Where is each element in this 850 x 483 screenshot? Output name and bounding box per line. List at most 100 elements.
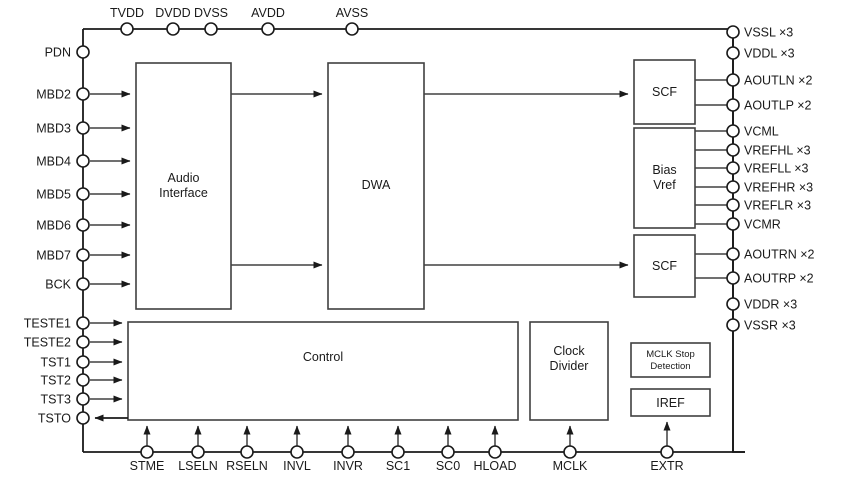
right-pin-vddr[interactable]: VDDR ×3 [726,297,797,312]
pin-circle-vcml[interactable] [726,124,740,138]
left-pin-tsto[interactable]: TSTO [38,411,90,426]
pin-circle-mbd4[interactable] [76,154,90,168]
bottom-pin-invl[interactable]: INVL [283,425,311,473]
top-pin-avdd[interactable]: AVDD [251,6,285,36]
block-bias-vref[interactable]: Bias Vref [633,127,696,229]
pin-circle-rseln[interactable] [240,445,254,459]
block-clock-divider[interactable]: Clock Divider [529,321,609,421]
left-pin-tst3[interactable]: TST3 [40,392,123,407]
scf-top-box[interactable] [633,59,696,125]
pin-circle-lseln[interactable] [191,445,205,459]
block-iref[interactable]: IREF [630,388,711,417]
control-box[interactable] [127,321,519,421]
right-pin-vssl[interactable]: VSSL ×3 [726,25,793,40]
pin-circle-aoutlp[interactable] [726,98,740,112]
right-pin-aoutln[interactable]: AOUTLN ×2 [695,73,812,88]
pin-circle-tst3[interactable] [76,392,90,406]
mclk-stop-detection-box[interactable] [630,342,711,378]
pin-circle-avss[interactable] [345,22,359,36]
left-pin-mbd3[interactable]: MBD3 [36,121,131,136]
block-dwa[interactable]: DWA [327,62,425,310]
pin-circle-mbd7[interactable] [76,248,90,262]
top-pin-tvdd[interactable]: TVDD [110,6,144,36]
pin-circle-vssl[interactable] [726,25,740,39]
iref-box[interactable] [630,388,711,417]
pin-circle-hload[interactable] [488,445,502,459]
scf-bottom-box[interactable] [633,234,696,298]
right-pin-vreflr[interactable]: VREFLR ×3 [695,198,811,213]
pin-circle-teste1[interactable] [76,316,90,330]
bottom-pin-mclk[interactable]: MCLK [553,425,588,473]
bottom-pin-sc1[interactable]: SC1 [386,425,410,473]
left-pin-bck[interactable]: BCK [45,277,131,292]
block-mclk-stop-detection[interactable]: MCLK Stop Detection [630,342,711,378]
audio-interface-box[interactable] [135,62,232,310]
pin-circle-vreflr[interactable] [726,198,740,212]
top-pin-dvss[interactable]: DVSS [194,6,228,36]
left-pin-mbd2[interactable]: MBD2 [36,87,131,102]
pin-circle-vrefhr[interactable] [726,180,740,194]
right-pin-vddl[interactable]: VDDL ×3 [726,46,795,61]
right-pin-vrefll[interactable]: VREFLL ×3 [695,161,809,176]
pin-circle-tsto[interactable] [76,411,90,425]
left-pin-tst1[interactable]: TST1 [40,355,123,370]
pin-circle-bck[interactable] [76,277,90,291]
top-pin-avss[interactable]: AVSS [336,6,368,36]
left-pin-mbd5[interactable]: MBD5 [36,187,131,202]
pin-circle-vrefhl[interactable] [726,143,740,157]
bottom-pin-lseln[interactable]: LSELN [178,425,218,473]
pin-circle-pdn[interactable] [76,45,90,59]
bottom-pin-stme[interactable]: STME [130,425,165,473]
pin-circle-vddr[interactable] [726,297,740,311]
pin-circle-mbd6[interactable] [76,218,90,232]
pin-circle-sc1[interactable] [391,445,405,459]
pin-circle-dvdd[interactable] [166,22,180,36]
block-control[interactable]: Control [127,321,519,421]
pin-circle-stme[interactable] [140,445,154,459]
left-pin-tst2[interactable]: TST2 [40,373,123,388]
pin-circle-vssr[interactable] [726,318,740,332]
pin-circle-invl[interactable] [290,445,304,459]
left-pin-mbd4[interactable]: MBD4 [36,154,131,169]
pin-circle-mbd5[interactable] [76,187,90,201]
left-pin-teste1[interactable]: TESTE1 [24,316,123,331]
pin-circle-tvdd[interactable] [120,22,134,36]
pin-circle-sc0[interactable] [441,445,455,459]
bias-vref-box[interactable] [633,127,696,229]
pin-circle-dvss[interactable] [204,22,218,36]
left-pin-mbd7[interactable]: MBD7 [36,248,131,263]
pin-circle-mbd2[interactable] [76,87,90,101]
bottom-pin-sc0[interactable]: SC0 [436,425,460,473]
pin-circle-aoutrp[interactable] [726,271,740,285]
pin-circle-invr[interactable] [341,445,355,459]
right-pin-aoutrn[interactable]: AOUTRN ×2 [695,247,815,262]
bottom-pin-rseln[interactable]: RSELN [226,425,268,473]
right-pin-vrefhr[interactable]: VREFHR ×3 [695,180,813,195]
bottom-pin-invr[interactable]: INVR [333,425,363,473]
right-pin-vrefhl[interactable]: VREFHL ×3 [695,143,811,158]
right-pin-vssr[interactable]: VSSR ×3 [726,318,796,333]
clock-divider-box[interactable] [529,321,609,421]
pin-circle-avdd[interactable] [261,22,275,36]
right-pin-aoutlp[interactable]: AOUTLP ×2 [695,98,812,113]
pin-circle-aoutrn[interactable] [726,247,740,261]
pin-circle-mbd3[interactable] [76,121,90,135]
pin-circle-mclk[interactable] [563,445,577,459]
left-pin-teste2[interactable]: TESTE2 [24,335,123,350]
block-scf-bottom[interactable]: SCF [633,234,696,298]
right-pin-vcmr[interactable]: VCMR [695,217,781,232]
pin-circle-extr[interactable] [660,445,674,459]
bottom-pin-extr[interactable]: EXTR [650,421,684,473]
pin-circle-vddl[interactable] [726,46,740,60]
right-pin-aoutrp[interactable]: AOUTRP ×2 [695,271,814,286]
block-audio-interface[interactable]: Audio Interface [135,62,232,310]
bottom-pin-hload[interactable]: HLOAD [473,425,517,473]
top-pin-dvdd[interactable]: DVDD [155,6,191,36]
pin-circle-teste2[interactable] [76,335,90,349]
pin-circle-aoutln[interactable] [726,73,740,87]
pin-circle-vcmr[interactable] [726,217,740,231]
pin-circle-tst2[interactable] [76,373,90,387]
pin-circle-vrefll[interactable] [726,161,740,175]
pin-circle-tst1[interactable] [76,355,90,369]
block-scf-top[interactable]: SCF [633,59,696,125]
